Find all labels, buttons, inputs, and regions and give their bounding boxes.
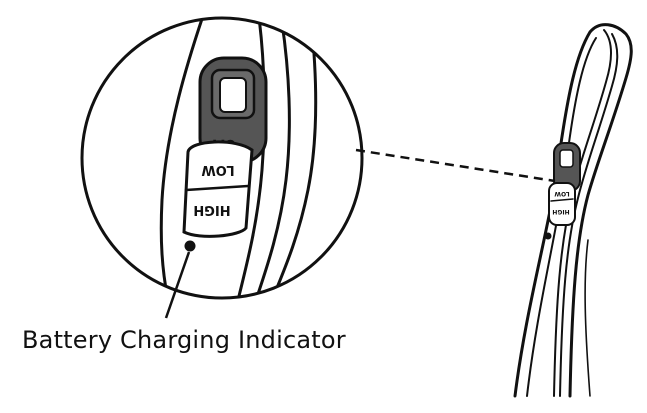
power-switch: OFF <box>198 56 268 164</box>
zoom-leader-line <box>355 148 556 183</box>
magnified-view: OFF LOW HIGH <box>159 18 318 298</box>
speed-selector: LOW HIGH <box>182 140 254 238</box>
switch-high-label: HIGH <box>193 202 230 217</box>
callout-label: Battery Charging Indicator <box>22 326 346 354</box>
svg-text:LOW: LOW <box>554 190 570 197</box>
small-power-switch: LOW HIGH <box>544 142 581 240</box>
callout-pointer-line <box>164 251 191 319</box>
battery-indicator-light <box>184 240 196 252</box>
switch-low-label: LOW <box>201 162 234 177</box>
svg-text:HIGH: HIGH <box>552 208 569 215</box>
magnifier-circle <box>80 16 364 300</box>
